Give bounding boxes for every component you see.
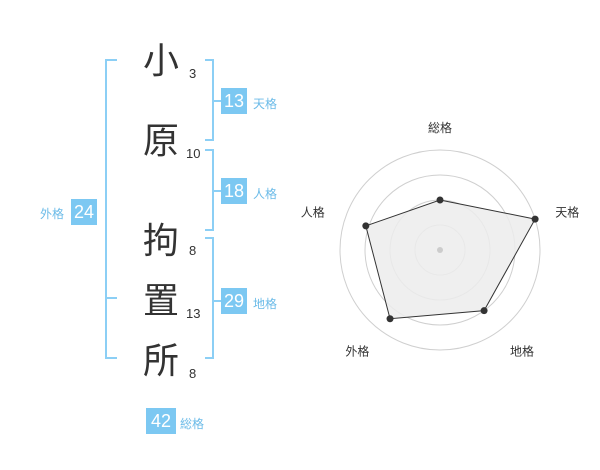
- name-char-5: 所: [142, 341, 179, 382]
- radar-point: [386, 315, 394, 323]
- chikaku-bracket: [205, 237, 214, 359]
- jinkaku-label: 人格: [253, 187, 278, 201]
- radar-point: [362, 222, 370, 230]
- radar-point: [531, 215, 539, 223]
- stroke-count-1: 3: [189, 66, 197, 81]
- radar-axis-label: 外格: [345, 343, 369, 358]
- stroke-count-5: 8: [189, 366, 197, 381]
- soukaku-label: 総格: [180, 417, 205, 431]
- stroke-count-4: 13: [186, 306, 201, 321]
- stroke-count-2: 10: [186, 146, 201, 161]
- radar-axis-label: 総格: [428, 120, 452, 135]
- radar-center-dot: [437, 247, 443, 253]
- chikaku-badge: 29: [221, 288, 247, 314]
- tenkaku-badge: 13: [221, 88, 247, 114]
- radar-point: [436, 196, 444, 204]
- radar-axis-label: 地格: [510, 343, 534, 358]
- radar-axis-label: 人格: [301, 204, 325, 219]
- name-char-3: 拘: [142, 221, 179, 262]
- tenkaku-label: 天格: [253, 97, 278, 111]
- stroke-count-3: 8: [189, 243, 197, 258]
- name-char-2: 原: [142, 121, 179, 162]
- gaikaku-badge: 24: [71, 199, 97, 225]
- jinkaku-badge: 18: [221, 178, 247, 204]
- radar-ring: [339, 149, 541, 351]
- soukaku-badge: 42: [146, 408, 176, 434]
- chikaku-label: 地格: [253, 297, 278, 311]
- name-char-4: 置: [142, 281, 179, 322]
- radar-point: [480, 307, 488, 315]
- radar-polygon: [365, 199, 536, 320]
- gaikaku-bracket: [105, 59, 117, 359]
- name-char-1: 小: [142, 41, 179, 82]
- gaikaku-label: 外格: [40, 207, 65, 221]
- radar-axis-label: 天格: [555, 204, 579, 219]
